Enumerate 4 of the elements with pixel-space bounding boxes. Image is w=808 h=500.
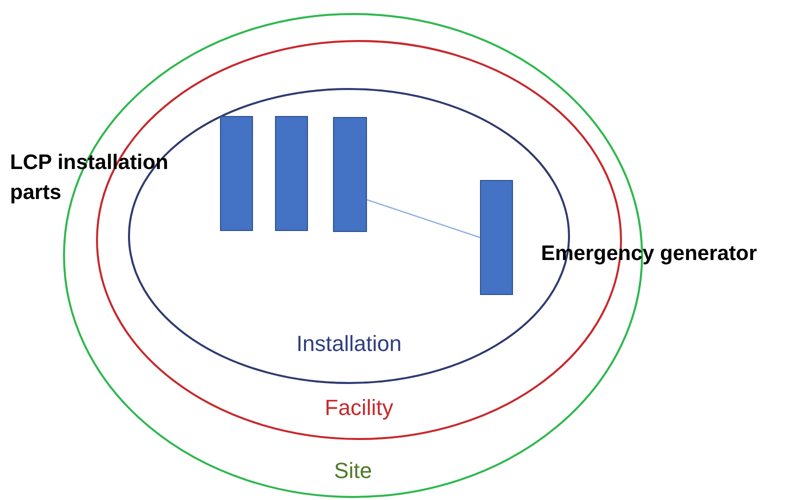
connector-line <box>366 199 480 238</box>
region-label: Installation <box>296 331 402 357</box>
region-label: Site <box>334 458 372 484</box>
region-label: Facility <box>324 395 394 421</box>
